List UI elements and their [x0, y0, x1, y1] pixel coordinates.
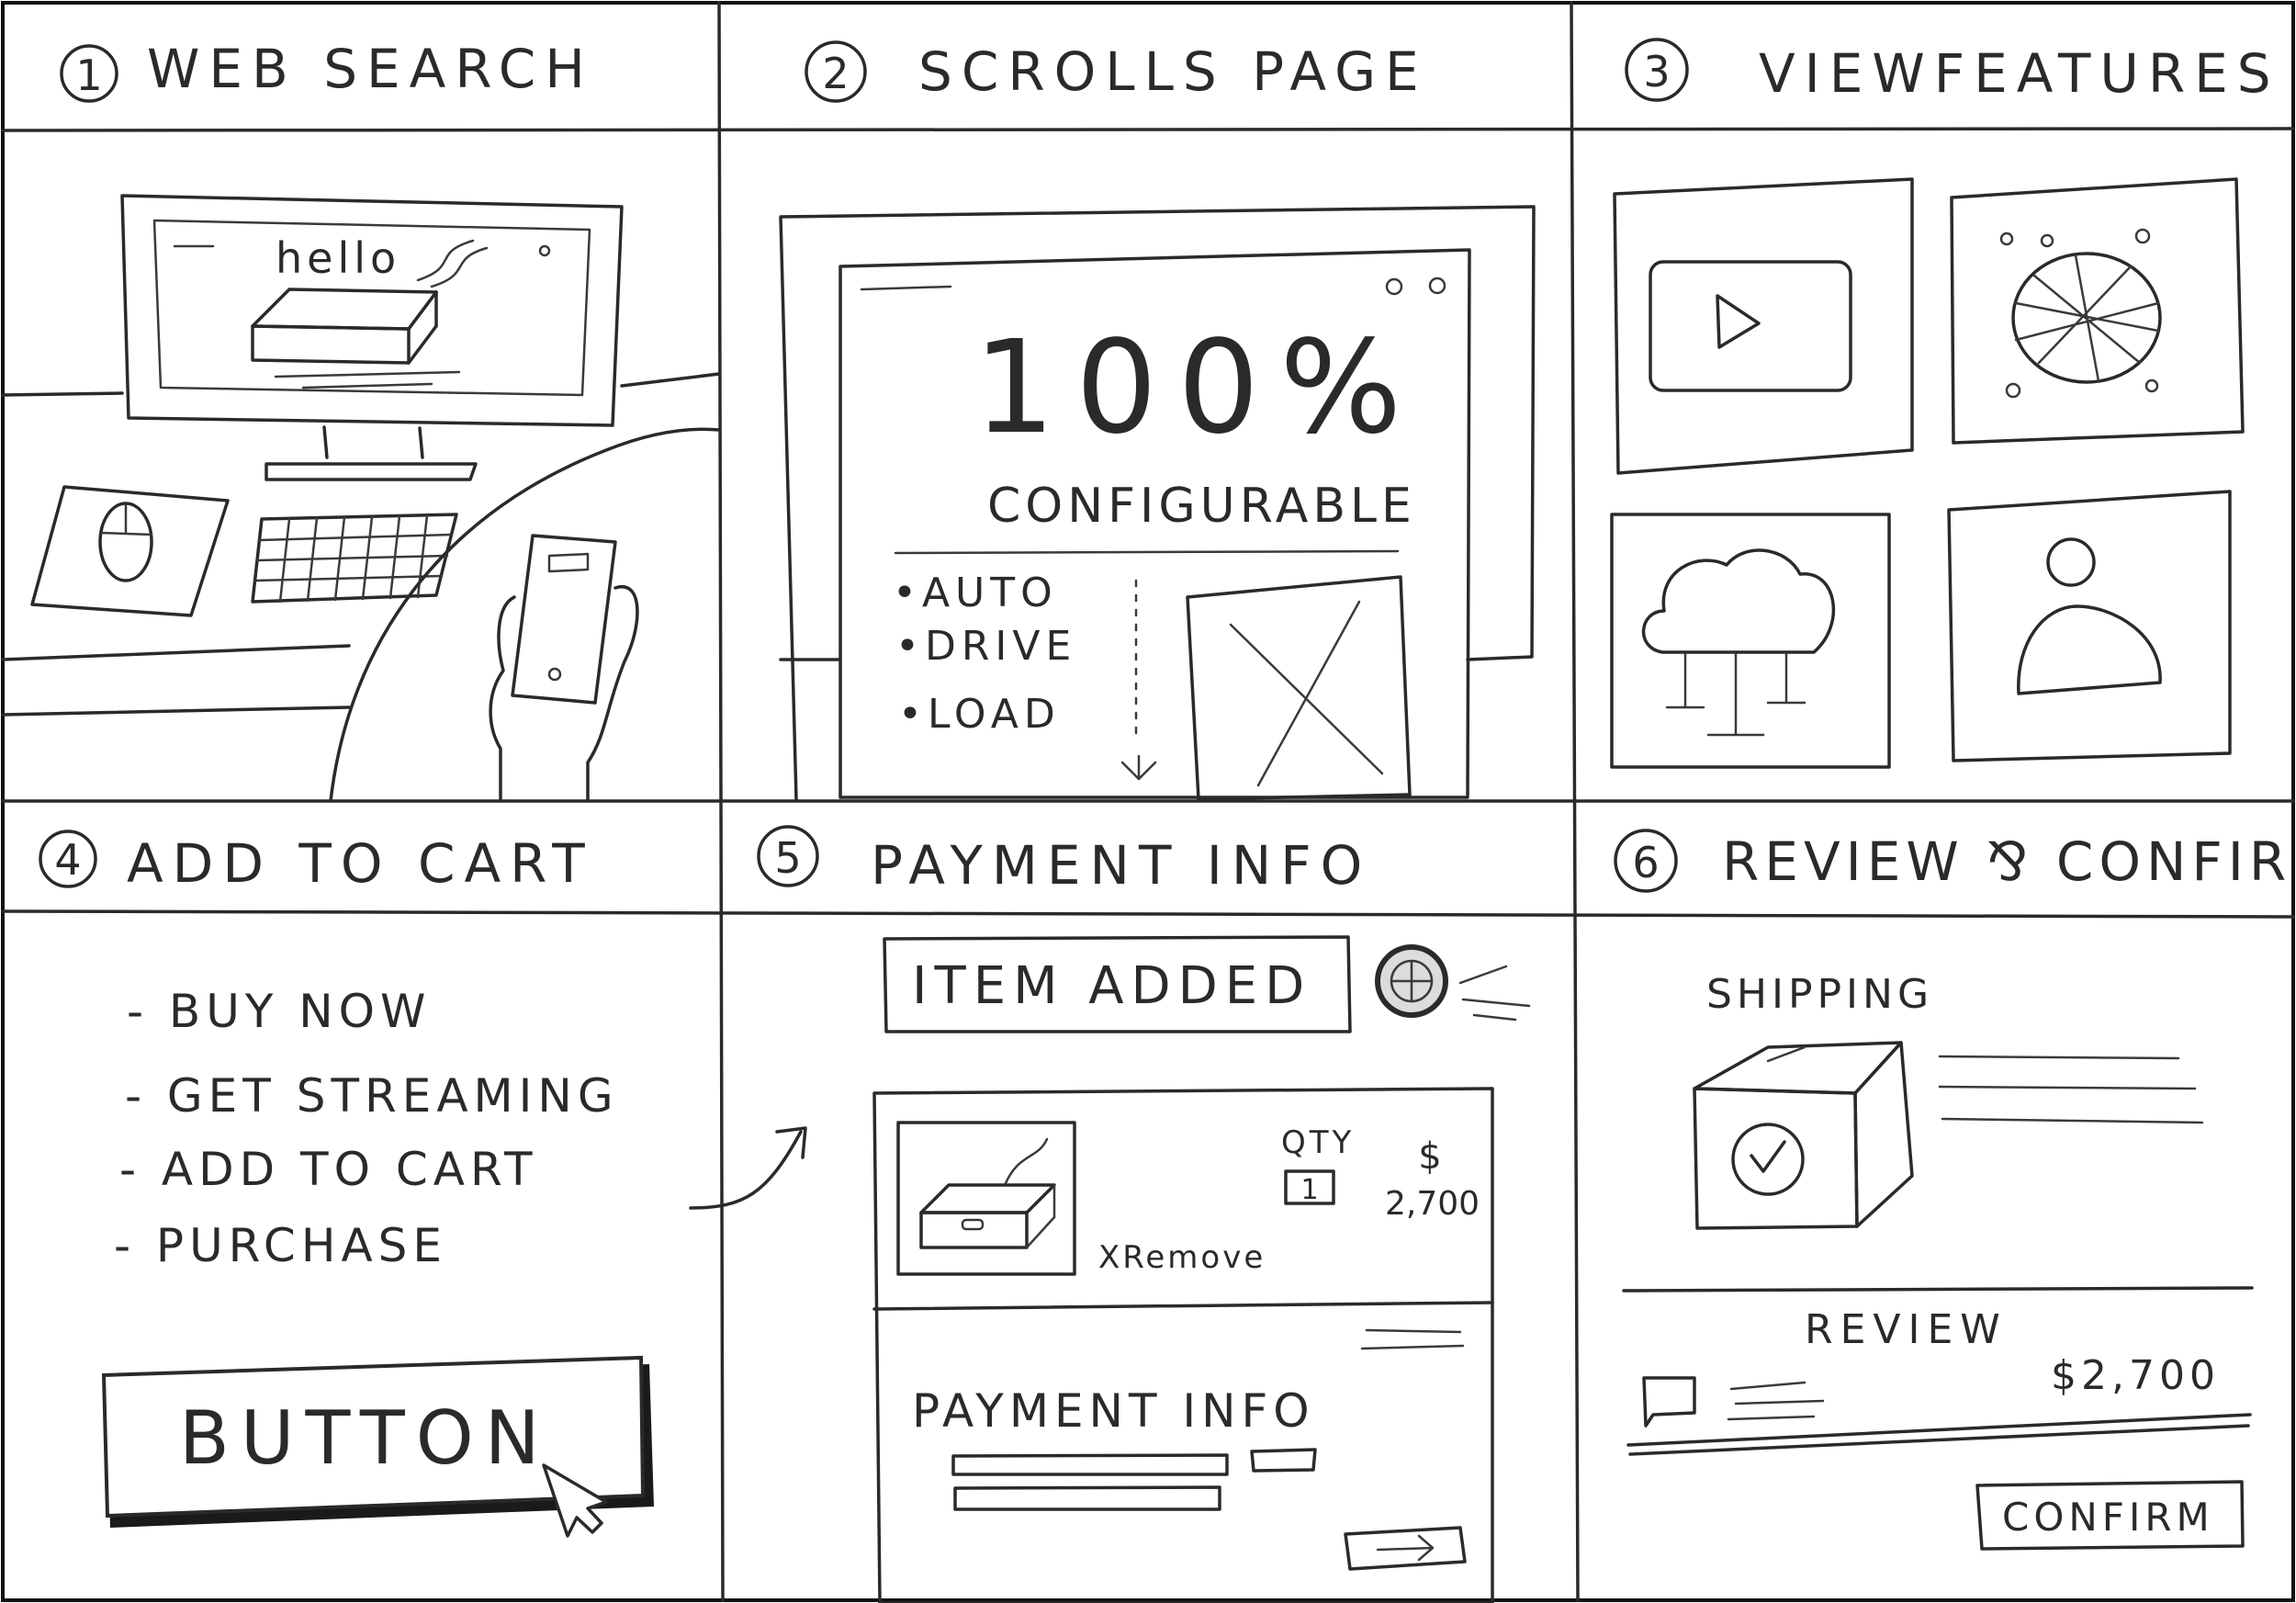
panel-title: PAYMENT INFO — [871, 834, 1371, 897]
keyboard — [253, 514, 456, 602]
panel-view-features — [1612, 179, 2243, 767]
item-price: 2,700 — [1385, 1185, 1480, 1223]
chat-icon — [1644, 1378, 1694, 1426]
panel-number: 1 — [75, 51, 102, 100]
panel-scrolls-page: 100% CONFIGURABLE •AUTO •DRIVE •LOAD — [781, 207, 1534, 799]
panel-number: 3 — [1643, 47, 1670, 96]
panel-header-2: 2 SCROLLS PAGE — [806, 40, 1428, 103]
shipping-box-icon — [1694, 1043, 1912, 1228]
panel-number: 6 — [1632, 838, 1659, 887]
confirm-label: CONFIRM — [2002, 1495, 2214, 1540]
user-head-icon — [2048, 539, 2094, 585]
option-item: - GET STREAMING — [125, 1069, 619, 1123]
option-item: - BUY NOW — [127, 985, 431, 1038]
cloud-icon — [1644, 550, 1834, 652]
network-feature-tile — [1952, 179, 2243, 443]
option-item: - ADD TO CART — [119, 1143, 538, 1196]
hand-with-phone — [490, 536, 637, 801]
panel-header-3: 3 VIEWFEATURES — [1626, 40, 2280, 105]
scroll-down-arrow-icon — [1122, 756, 1155, 779]
search-text: hello — [276, 233, 400, 283]
video-feature-tile — [1615, 179, 1912, 473]
panel-add-to-cart: - BUY NOW - GET STREAMING - ADD TO CART … — [104, 985, 805, 1536]
panel-number: 2 — [822, 49, 849, 98]
cvv-field[interactable] — [1252, 1450, 1315, 1471]
panel-title: WEB SEARCH — [147, 38, 594, 100]
name-field[interactable] — [955, 1487, 1220, 1509]
card-number-field[interactable] — [953, 1455, 1227, 1474]
panel-header-6: 6 REVIEW ⅋ CONFIRM — [1615, 830, 2296, 893]
cart-panel: QTY 1 $ 2,700 XRemove PAYMENT INFO — [874, 1089, 1492, 1603]
panel-title: ADD TO CART — [127, 832, 594, 895]
panel-title: VIEWFEATURES — [1759, 42, 2280, 105]
total-price: $2,700 — [2051, 1352, 2220, 1399]
feature-item: •DRIVE — [895, 623, 1076, 670]
panel-title: REVIEW ⅋ CONFIRM — [1722, 830, 2296, 893]
feature-item: •LOAD — [898, 691, 1061, 738]
user-feature-tile — [1949, 491, 2230, 761]
item-added-toast: ITEM ADDED — [884, 937, 1350, 1032]
panel-header-5: 5 PAYMENT INFO — [759, 827, 1371, 897]
success-badge-icon — [1378, 947, 1529, 1020]
user-body-icon — [2019, 606, 2160, 694]
check-icon — [1751, 1142, 1784, 1171]
cart-item-thumbnail — [898, 1123, 1075, 1274]
item-added-text: ITEM ADDED — [912, 956, 1311, 1016]
router-device — [253, 289, 436, 363]
panel-header-4: 4 ADD TO CART — [40, 831, 594, 895]
panel-header-1: 1 WEB SEARCH — [62, 38, 594, 101]
panel-number: 4 — [54, 835, 81, 885]
cloud-feature-tile — [1612, 514, 1889, 767]
payment-heading: PAYMENT INFO — [912, 1384, 1315, 1438]
feature-item: •AUTO — [893, 570, 1058, 616]
qty-label: QTY — [1281, 1124, 1355, 1161]
remove-link[interactable]: XRemove — [1098, 1239, 1266, 1276]
arrow-right-icon — [1378, 1536, 1433, 1560]
option-item: - PURCHASE — [114, 1219, 447, 1272]
panel-review-confirm: SHIPPING REVIEW $2,700 CONFIRM — [1624, 971, 2252, 1549]
feature-list: •AUTO •DRIVE •LOAD — [893, 570, 1076, 738]
confirm-button[interactable]: CONFIRM — [1977, 1482, 2243, 1549]
review-label: REVIEW — [1805, 1306, 2008, 1353]
desktop-monitor: hello — [122, 196, 622, 480]
panel-title: SCROLLS PAGE — [918, 40, 1428, 103]
flow-arrow-icon — [691, 1128, 805, 1208]
play-icon — [1717, 296, 1759, 347]
submit-payment-button[interactable] — [1345, 1528, 1465, 1569]
shipping-label: SHIPPING — [1706, 971, 1933, 1018]
headline-text: 100% — [974, 313, 1422, 463]
image-placeholder — [1187, 577, 1410, 799]
cta-button[interactable]: BUTTON — [104, 1358, 654, 1536]
panel-number: 5 — [774, 833, 801, 883]
mouse-pad — [32, 487, 228, 615]
panel-web-search: hello — [3, 196, 719, 801]
button-label: BUTTON — [179, 1395, 551, 1481]
subheadline-text: CONFIGURABLE — [987, 479, 1416, 534]
panel-payment-info: ITEM ADDED QTY 1 $ 2,700 — [874, 937, 1529, 1603]
purchase-options-list: - BUY NOW - GET STREAMING - ADD TO CART … — [114, 985, 619, 1272]
qty-value: 1 — [1300, 1174, 1318, 1206]
price-symbol: $ — [1418, 1135, 1441, 1178]
